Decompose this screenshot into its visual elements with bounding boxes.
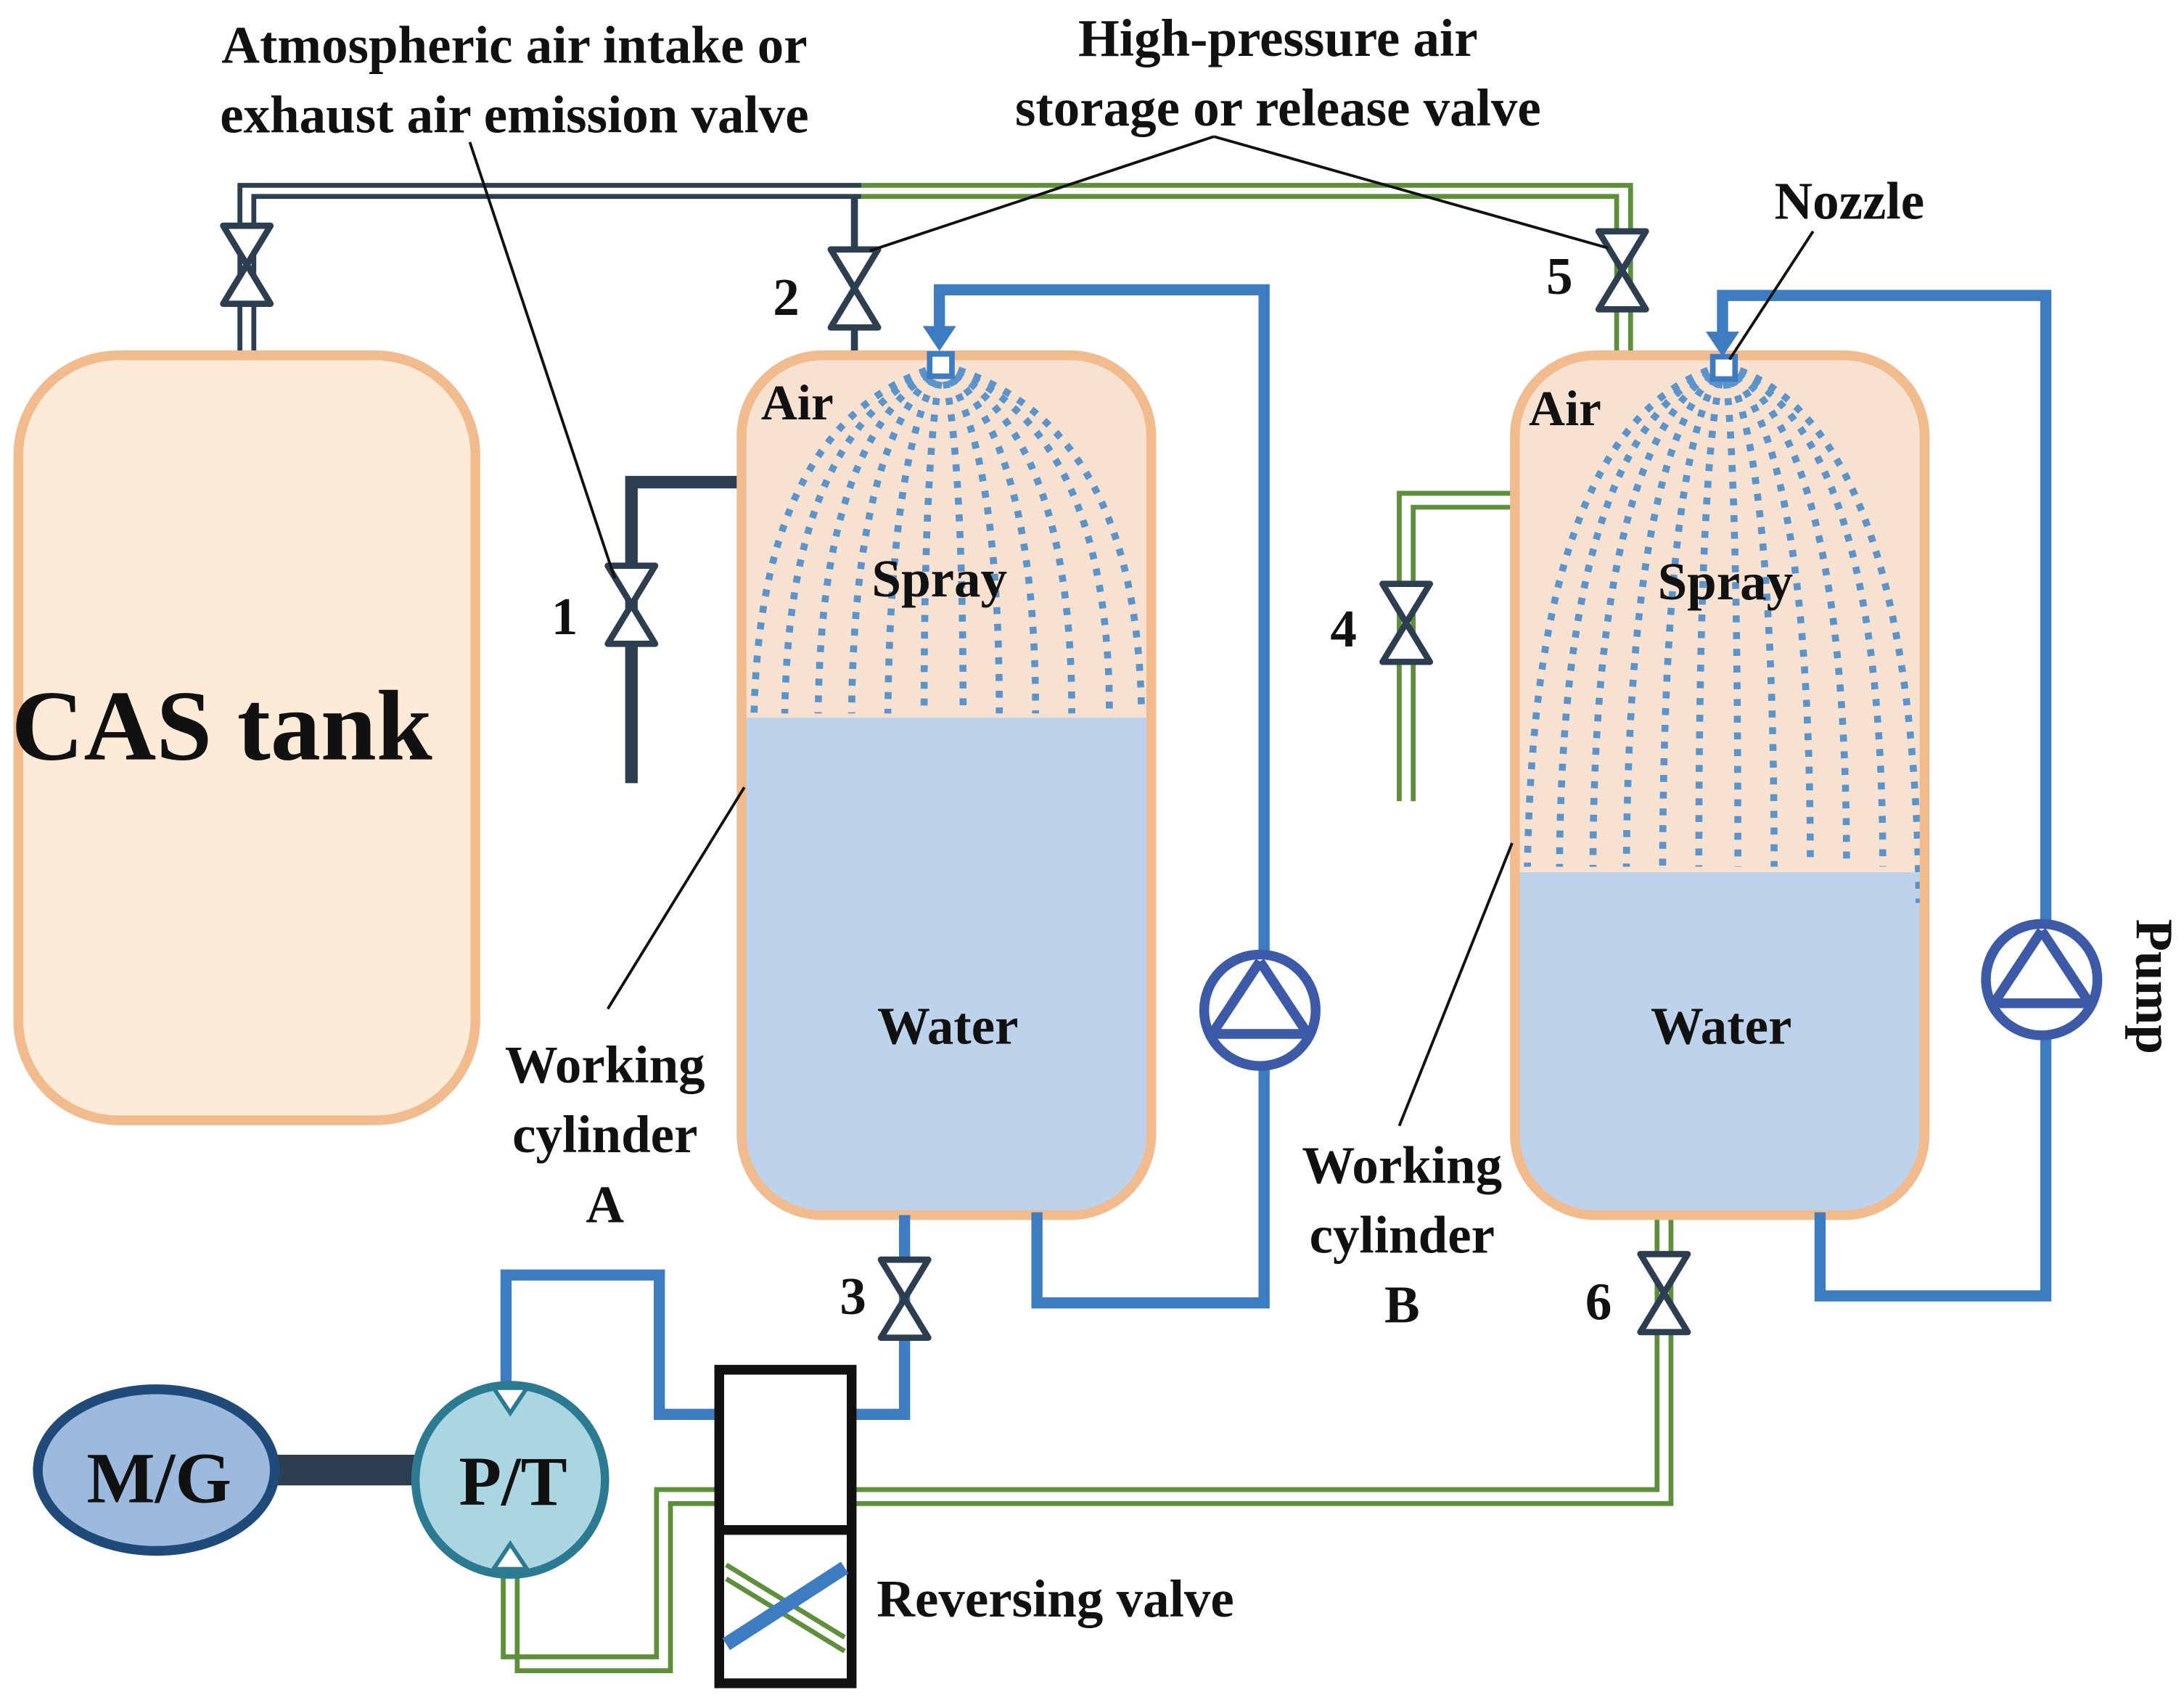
pump-turbine bbox=[411, 1381, 609, 1579]
valve-5-icon bbox=[1598, 231, 1646, 310]
water-a bbox=[741, 718, 1151, 1215]
valve-4-number: 4 bbox=[1330, 599, 1356, 658]
pt-inlet-arrow-top bbox=[489, 1385, 531, 1417]
cylinder-a-label-2: cylinder bbox=[512, 1105, 697, 1164]
reversing-valve bbox=[714, 1365, 857, 1688]
pump-label: Pump bbox=[2125, 919, 2183, 1054]
working-cylinder-a bbox=[736, 350, 1157, 1220]
air-label-a: Air bbox=[761, 374, 834, 430]
working-cylinder-b bbox=[1510, 350, 1930, 1220]
motor-generator bbox=[33, 1384, 280, 1556]
nozzle-arrow-a bbox=[922, 326, 956, 351]
spray-label-a: Spray bbox=[871, 549, 1007, 608]
nozzle-b bbox=[1709, 353, 1738, 382]
atmospheric-valve-label-2: exhaust air emission valve bbox=[220, 85, 808, 144]
pump-a-icon bbox=[1199, 949, 1321, 1071]
water-label-b: Water bbox=[1651, 996, 1792, 1055]
valve-1-number: 1 bbox=[551, 587, 578, 646]
atmospheric-valve-label-1: Atmospheric air intake or bbox=[221, 15, 807, 74]
pump-turbine-label: P/T bbox=[459, 1442, 567, 1520]
leader-lines bbox=[468, 135, 1815, 1127]
valve-1-pipe bbox=[625, 475, 742, 784]
high-pressure-valve-label-1: High-pressure air bbox=[1078, 9, 1478, 67]
pt-inlet-arrow-bottom bbox=[489, 1540, 531, 1572]
valve-2-number: 2 bbox=[773, 268, 799, 327]
valve-4-icon bbox=[1382, 584, 1429, 662]
water-b bbox=[1514, 872, 1925, 1215]
green-air-pipes bbox=[501, 183, 1674, 1674]
cylinder-a-label-3: A bbox=[586, 1175, 624, 1233]
cas-tank-label: CAS tank bbox=[12, 670, 432, 781]
valve-3-icon bbox=[881, 1260, 928, 1338]
valve-5-number: 5 bbox=[1546, 247, 1572, 305]
cylinder-b-label-2: cylinder bbox=[1310, 1206, 1495, 1265]
spray-label-b: Spray bbox=[1658, 552, 1794, 611]
spray-b bbox=[1524, 361, 1923, 903]
high-pressure-valve-label-2: storage or release valve bbox=[1015, 78, 1541, 137]
dark-air-pipes bbox=[237, 183, 862, 356]
nozzle-a bbox=[927, 350, 955, 379]
valve-2-icon bbox=[831, 250, 878, 328]
nozzle-arrow-b bbox=[1705, 332, 1740, 357]
valve-6-number: 6 bbox=[1585, 1273, 1612, 1331]
cylinder-b-label-1: Working bbox=[1302, 1136, 1502, 1194]
valve-6-icon bbox=[1641, 1254, 1688, 1332]
motor-generator-label: M/G bbox=[86, 1437, 231, 1518]
water-pipes bbox=[500, 284, 2052, 1420]
nozzle-label: Nozzle bbox=[1774, 172, 1924, 231]
valve-3-number: 3 bbox=[839, 1267, 866, 1326]
cylinder-a-label-1: Working bbox=[505, 1035, 705, 1094]
reversing-valve-label: Reversing valve bbox=[877, 1569, 1233, 1628]
spray-a bbox=[750, 361, 1145, 714]
pump-b-icon bbox=[1981, 919, 2103, 1040]
cas-tank bbox=[13, 350, 480, 1125]
air-label-b: Air bbox=[1529, 380, 1601, 436]
cas-tank-valve-icon bbox=[223, 226, 271, 304]
cylinder-b-label-3: B bbox=[1384, 1276, 1420, 1334]
water-label-a: Water bbox=[877, 996, 1019, 1055]
